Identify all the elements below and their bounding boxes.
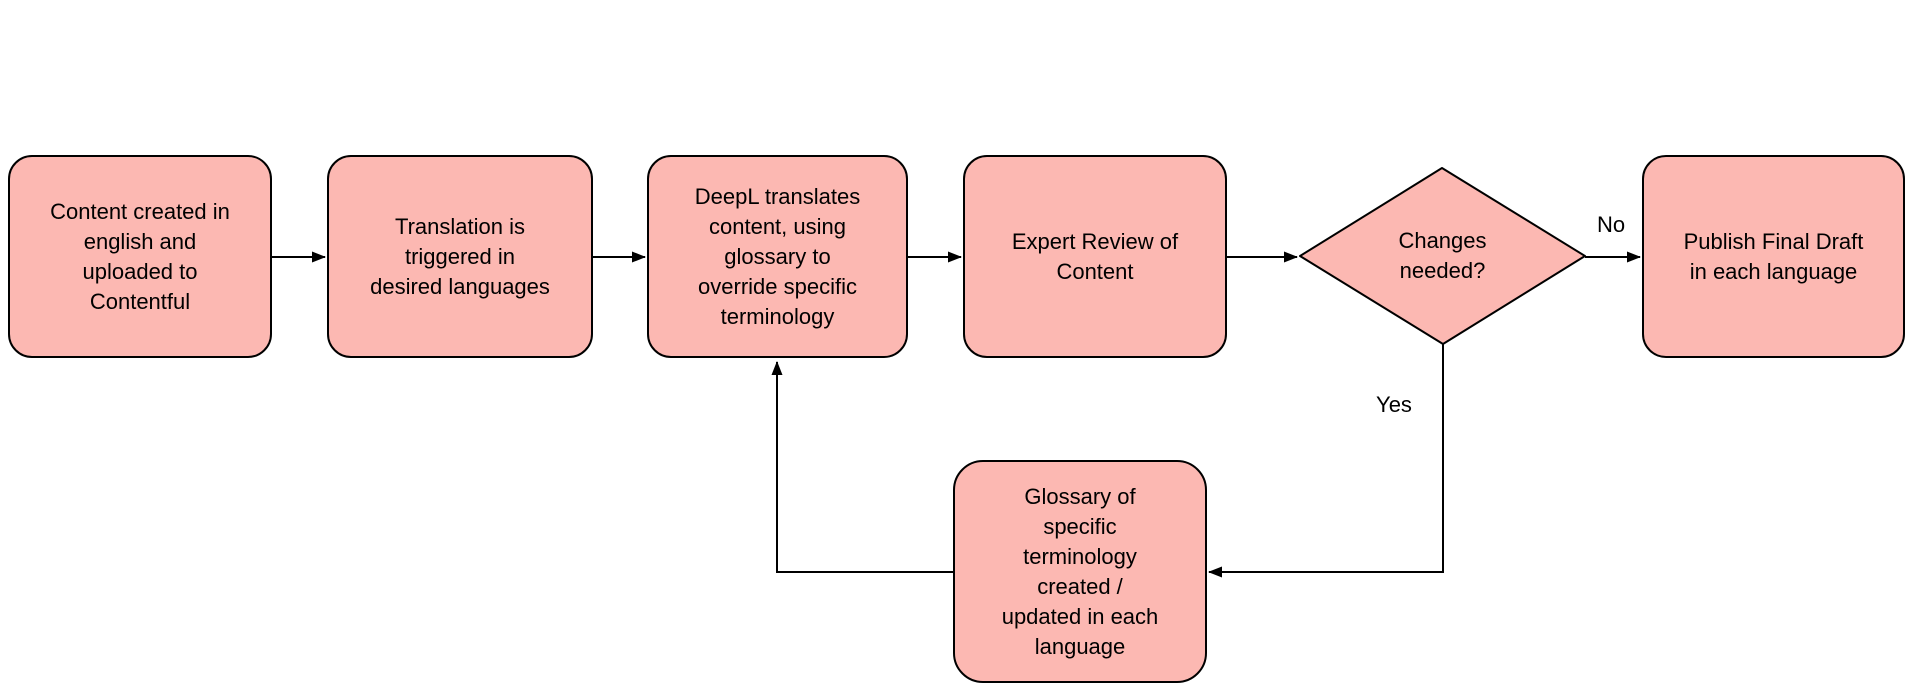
edge-label-yes: Yes (1376, 392, 1412, 417)
node-publish-final-draft: Publish Final Draft in each language (1642, 155, 1905, 358)
node-deepl-translates: DeepL translates content, using glossary… (647, 155, 908, 358)
edge-label-no: No (1596, 212, 1626, 237)
node-deepl-translates-label: DeepL translates content, using glossary… (694, 183, 861, 329)
decision-changes-needed: Changes needed? (1300, 168, 1585, 344)
node-publish-final-draft-label: Publish Final Draft in each language (1683, 228, 1864, 284)
connector-glossary-to-deepl (771, 361, 953, 573)
node-glossary-label: Glossary of specific terminology created… (1001, 483, 1159, 659)
node-translation-triggered: Translation is triggered in desired lang… (327, 155, 593, 358)
node-expert-review-label: Expert Review of Content (1011, 228, 1179, 284)
node-translation-triggered-label: Translation is triggered in desired lang… (370, 213, 550, 299)
node-glossary: Glossary of specific terminology created… (953, 460, 1207, 683)
node-content-created-label: Content created in english and uploaded … (50, 198, 230, 314)
node-expert-review: Expert Review of Content (963, 155, 1227, 358)
connector-decision-yes-to-glossary (1208, 344, 1444, 578)
node-content-created: Content created in english and uploaded … (8, 155, 272, 358)
decision-changes-needed-label: Changes needed? (1398, 228, 1487, 283)
